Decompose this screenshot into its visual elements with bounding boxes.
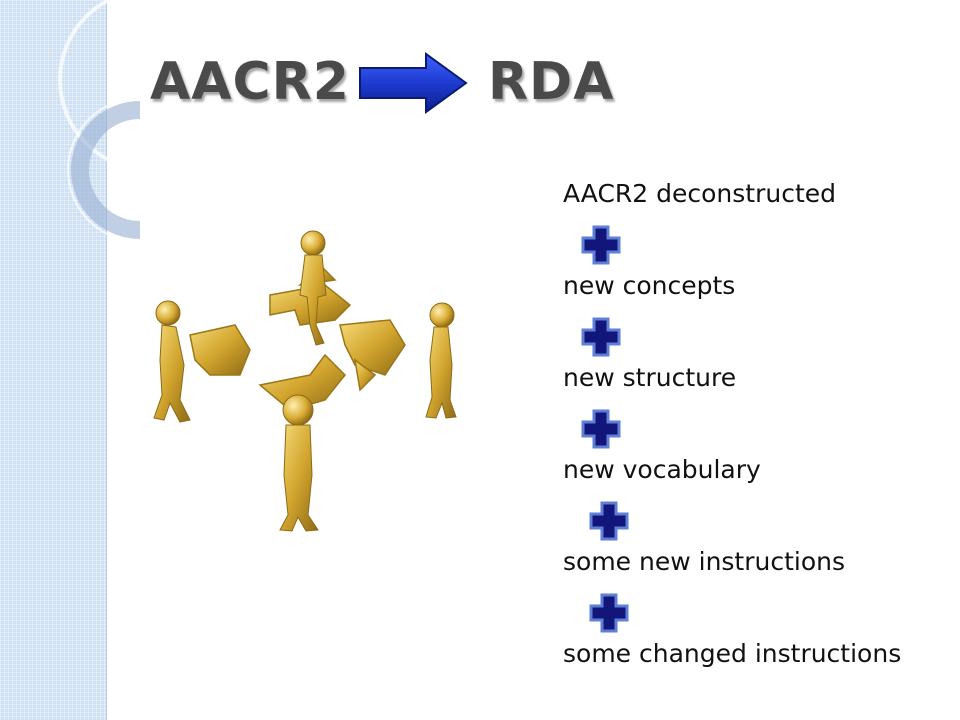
title-to: RDA (488, 52, 615, 112)
plus-icon (589, 593, 629, 633)
plus-icon (581, 225, 621, 265)
plus-connector (563, 313, 943, 359)
list-item: new concepts (563, 271, 736, 300)
decorative-rings (58, 0, 140, 243)
list-item: some new instructions (563, 547, 846, 576)
right-arrow-icon (359, 52, 468, 114)
list-item: new structure (563, 363, 737, 392)
plus-connector (563, 589, 943, 635)
puzzle-figures-illustration (153, 230, 457, 532)
plus-icon (589, 501, 629, 541)
plus-connector (563, 221, 943, 267)
list-item: some changed instructions (563, 639, 902, 668)
plus-connector (563, 497, 943, 543)
list-item: AACR2 deconstructed (563, 179, 837, 208)
plus-icon (581, 317, 621, 357)
title-from: AACR2 (150, 52, 350, 112)
list-item: new vocabulary (563, 455, 761, 484)
plus-icon (581, 409, 621, 449)
plus-connector (563, 405, 943, 451)
concept-list: AACR2 deconstructed new concepts new str… (563, 175, 943, 681)
